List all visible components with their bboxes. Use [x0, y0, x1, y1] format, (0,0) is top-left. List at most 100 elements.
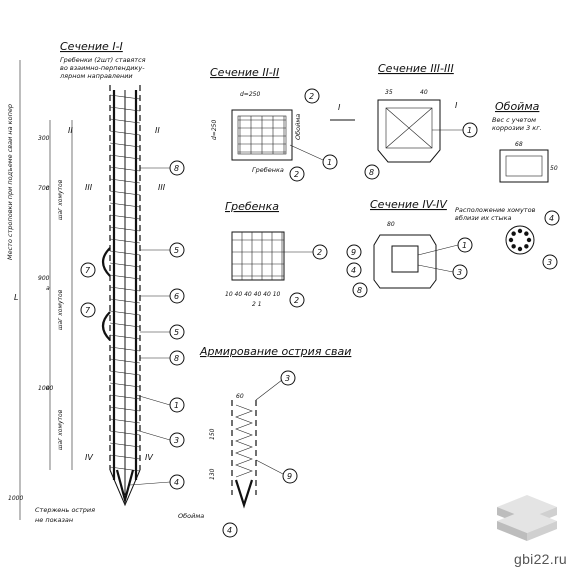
dim-300: 300: [38, 135, 50, 142]
tip-point: [234, 479, 254, 509]
ring-bar: [508, 237, 514, 243]
dim-clip-50: 50: [550, 165, 558, 172]
callout-9-sec4-text: 9: [351, 248, 356, 257]
stirrup: [109, 238, 141, 244]
leader-4-pile: [129, 481, 171, 486]
leader-3-tip: [255, 379, 283, 401]
callout-4-sec4: [346, 262, 362, 278]
section-3-inner: [385, 107, 433, 149]
stirrup: [109, 154, 141, 160]
stirrup: [109, 250, 141, 256]
callout-7-lower-text: 7: [85, 306, 91, 315]
stirrup: [109, 454, 141, 460]
section-3-diag-2: [385, 107, 433, 149]
callout-6-text: 6: [174, 292, 179, 301]
stirrup: [109, 346, 141, 352]
callout-4-ring-text: 4: [549, 214, 554, 223]
tip-rebar: [115, 469, 135, 505]
marker-I-sec3: I: [455, 101, 458, 110]
label-obojma-sec2: Обойма: [294, 114, 302, 140]
callout-2-comb-b: [289, 292, 305, 308]
stirrup: [109, 298, 141, 304]
dim-sec3-top-r: 40: [420, 89, 428, 96]
ring-bar: [524, 231, 529, 236]
section-4-view: Сечение IV-IV 80 Расположение хомутов вб…: [346, 198, 536, 298]
ring-bar: [526, 237, 532, 243]
stirrup: [109, 310, 141, 316]
tip-spiral-path: [235, 404, 253, 478]
stirrup: [109, 214, 141, 220]
callout-4-tip: [222, 522, 238, 538]
stirrup: [109, 430, 141, 436]
callout-9-tip: [282, 468, 298, 484]
callout-2-sec2-bottom-text: 2: [294, 170, 299, 179]
dim-e: e: [46, 385, 50, 392]
dim-comb-steps: 10 40 40 40 40 10: [225, 291, 281, 298]
callout-3-ring-text: 3: [547, 258, 552, 267]
dim-d250-sec2-v: d=250: [211, 120, 218, 140]
stirrup: [109, 358, 141, 364]
title-section-2: Сечение II-II: [210, 66, 279, 79]
clip-note-1: Вес с учетом: [492, 116, 536, 124]
stirrup: [109, 274, 141, 280]
marker-IV-left: IV: [85, 453, 93, 462]
title-comb: Гребенка: [225, 200, 279, 213]
ring-bar: [517, 228, 523, 234]
callout-8-sec4: [352, 282, 368, 298]
callout-2-sec2-top: [304, 88, 320, 104]
callout-3-sec4-text: 3: [457, 268, 462, 277]
stirrup: [109, 226, 141, 232]
tip-reinforcement-view: Армирование острия сваи 150 130 60 3 9 О…: [178, 345, 351, 538]
section-4-core: [391, 245, 419, 273]
callout-1-sec2: [322, 154, 338, 170]
ring-bar: [511, 231, 516, 236]
stirrup: [109, 466, 141, 472]
stirrup: [109, 418, 141, 424]
dim-sec4-80: 80: [387, 221, 395, 228]
spiral-note-1: Расположение хомутов: [455, 206, 536, 214]
dim-L: L: [14, 293, 18, 302]
clip-outline: [499, 149, 549, 183]
dim-clip-68: 68: [515, 141, 523, 148]
stirrups: [109, 94, 141, 472]
callout-3-tip: [280, 370, 296, 386]
callout-3-tip-text: 3: [285, 374, 290, 383]
tip-spiral: [235, 404, 253, 478]
ring-bar: [524, 244, 529, 249]
clip-view: Обойма Вес с учетом коррозии 3 кг. 68 50: [492, 100, 558, 183]
callout-7-upper-text: 7: [85, 266, 91, 275]
marker-II-right: II: [155, 126, 160, 135]
stirrup: [109, 178, 141, 184]
dim-sec3-top: 35: [385, 89, 393, 96]
callout-2-sec2-bottom: [289, 166, 305, 182]
section-4-outline: [373, 234, 437, 289]
label-obojma-tip: Обойма: [178, 512, 204, 520]
stirrup: [109, 334, 141, 340]
callout-4-pile-text: 4: [174, 478, 179, 487]
comb-note-line-2: во взаимно-перпендику-: [60, 64, 145, 72]
callout-8-sec3-text: 8: [369, 168, 374, 177]
stirrup: [109, 370, 141, 376]
section-2-grid: [238, 116, 286, 154]
marker-III-right: III: [158, 183, 166, 192]
callout-8-lower-text: 8: [174, 354, 179, 363]
note-storage: Место строповки при подъеме сваи на копе…: [6, 104, 14, 260]
callout-1-sec3-text: 1: [467, 126, 472, 135]
marker-I-mid: I: [338, 103, 341, 112]
dim-900: 900: [38, 275, 50, 282]
watermark-logo: [497, 495, 557, 541]
lifting-loop-upper: [101, 247, 111, 277]
callout-9-tip-text: 9: [287, 472, 292, 481]
dim-tip-150: 150: [209, 428, 216, 440]
comb-outline: [231, 231, 285, 281]
note-tip-line-1: Стержень острия: [35, 506, 95, 514]
title-clip: Обойма: [495, 100, 540, 113]
spiral-note-2: вблизи их стыка: [455, 214, 512, 222]
leader-1-pile: [135, 394, 171, 406]
marker-IV-right: IV: [145, 453, 153, 462]
leader-3-sec4: [417, 264, 454, 273]
stirrup: [109, 94, 141, 100]
callout-4-tip-text: 4: [227, 526, 232, 535]
callout-9-sec4: [346, 244, 362, 260]
comb-grid: [231, 232, 284, 280]
